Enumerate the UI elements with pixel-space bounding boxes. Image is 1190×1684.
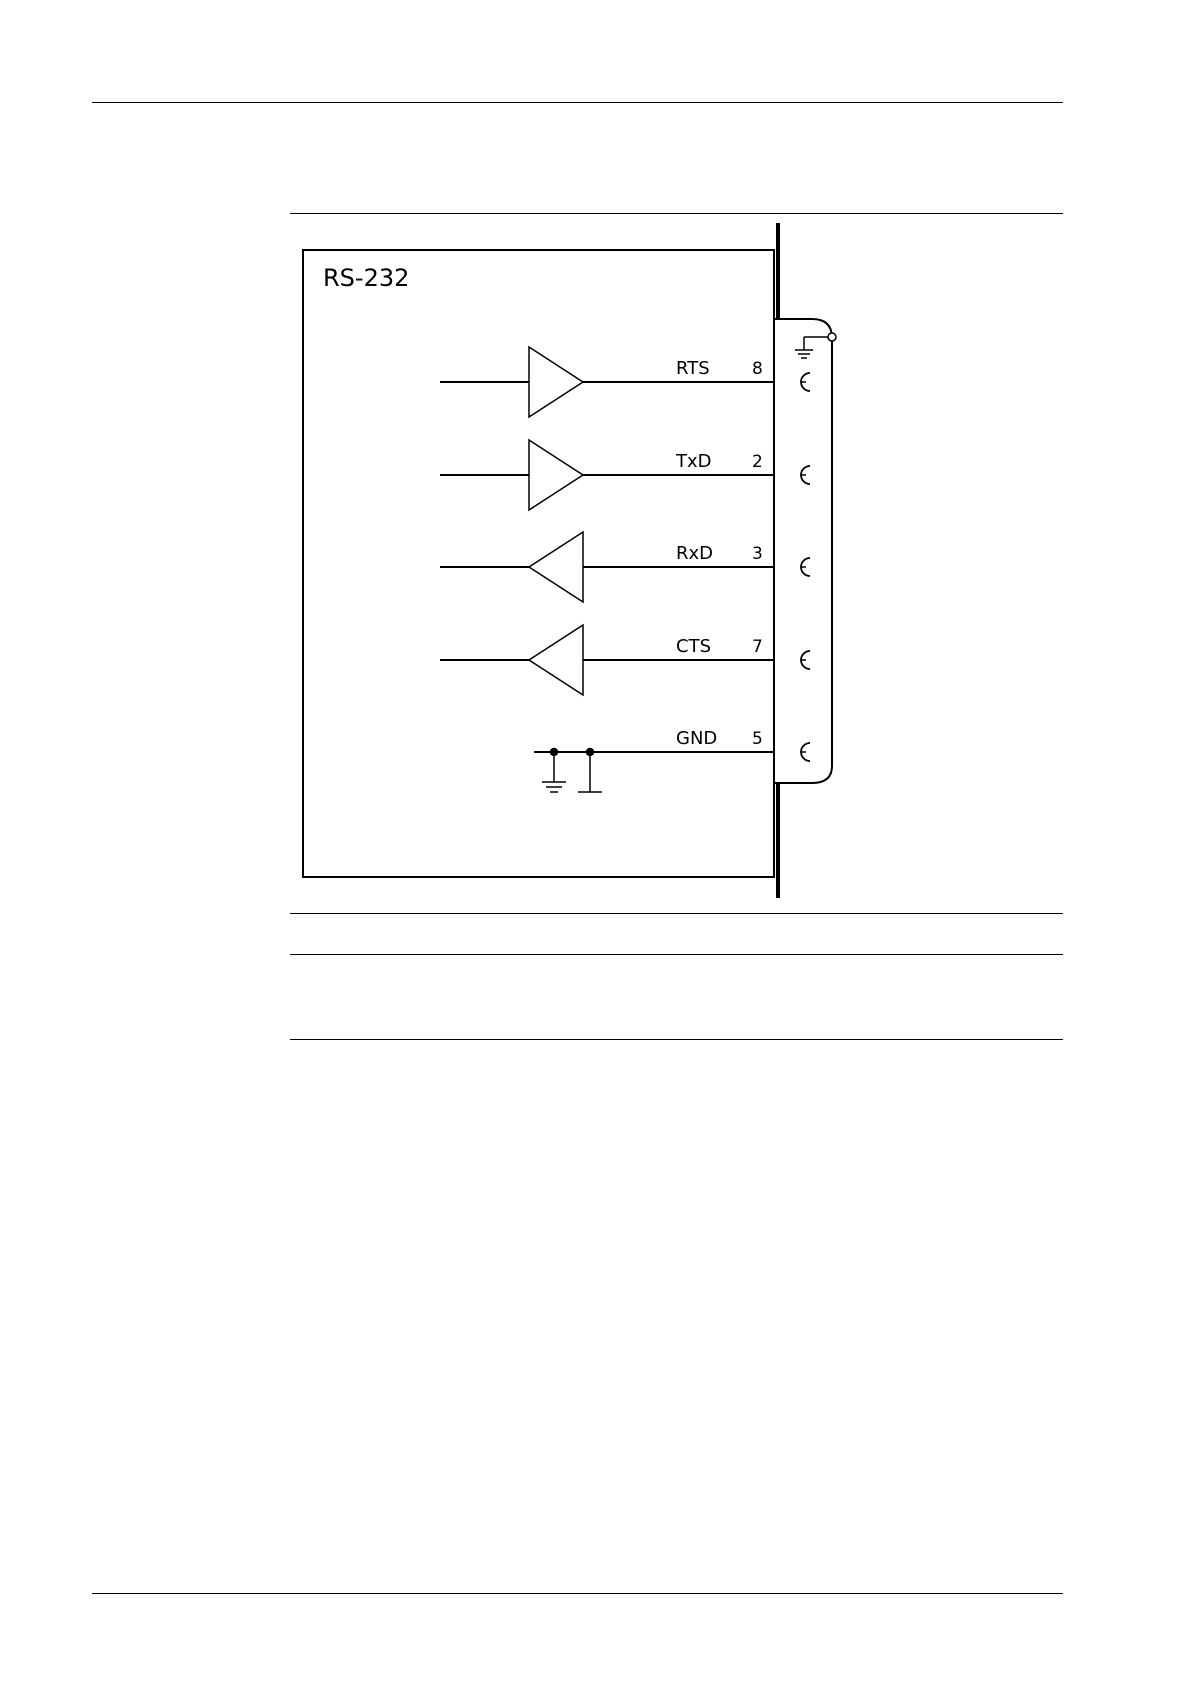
shield-terminal <box>828 333 836 341</box>
pin-number: 8 <box>752 359 763 379</box>
signal-row-rxd: RxD 3 <box>440 532 810 602</box>
signal-label: CTS <box>676 636 711 657</box>
signal-label: TxD <box>675 451 712 472</box>
diagram-title: RS-232 <box>323 264 409 292</box>
pin-number: 5 <box>752 729 763 749</box>
ground-junction-group <box>542 749 602 793</box>
pin-number: 2 <box>752 452 763 472</box>
signal-row-rts: RTS 8 <box>440 347 810 417</box>
signal-row-txd: TxD 2 <box>440 440 810 510</box>
signal-label: GND <box>676 728 717 749</box>
driver-buffer <box>529 347 583 417</box>
receiver-buffer <box>529 532 583 602</box>
signal-row-gnd: GND 5 <box>534 728 810 761</box>
signal-label: RxD <box>676 543 713 564</box>
signal-label: RTS <box>676 358 710 379</box>
signal-row-cts: CTS 7 <box>440 625 810 695</box>
chassis-ground-icon <box>795 337 828 358</box>
pin-number: 3 <box>752 544 763 564</box>
receiver-buffer <box>529 625 583 695</box>
driver-buffer <box>529 440 583 510</box>
pin-number: 7 <box>752 637 763 657</box>
